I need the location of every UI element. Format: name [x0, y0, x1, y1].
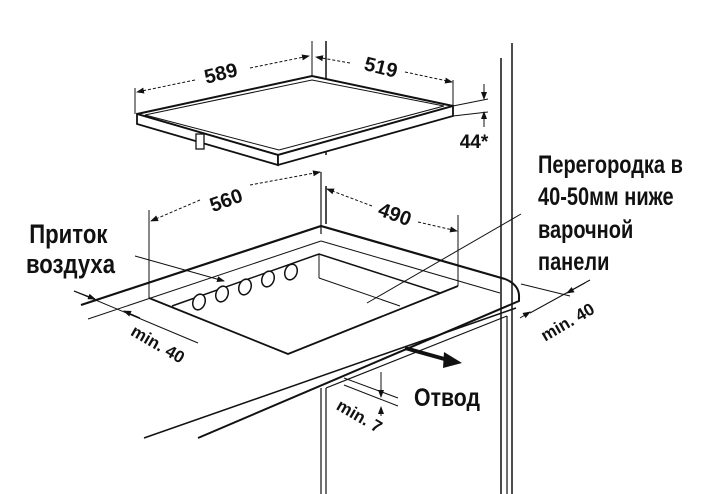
partition-line-2: 40-50мм ниже: [538, 183, 674, 211]
partition-line-1: Перегородка в: [538, 151, 683, 179]
partition-leader: [366, 213, 522, 304]
dimension-490: 490: [326, 188, 459, 286]
countertop: [80, 224, 521, 439]
air-intake-line-2: воздуха: [26, 250, 115, 280]
dimension-min-40-right-label: min. 40: [538, 299, 598, 345]
dimension-min-40-right: min. 40: [519, 279, 598, 345]
partition-label: Перегородка в 40-50мм ниже варочной пане…: [538, 151, 683, 276]
hob: [136, 74, 454, 167]
air-intake-leader: [134, 255, 225, 282]
dimension-589-label: 589: [202, 59, 240, 88]
dimension-490-label: 490: [375, 199, 414, 231]
dimension-44: 44*: [452, 84, 489, 153]
air-vent-holes: [191, 263, 299, 311]
hob-bracket: [195, 133, 205, 150]
dimension-min-7-label: min. 7: [333, 396, 385, 437]
dimension-560-label: 560: [207, 185, 246, 217]
side-wall: [500, 43, 513, 494]
air-intake-line-1: Приток: [29, 220, 108, 250]
dimension-44-label: 44*: [460, 132, 489, 153]
dimension-519-label: 519: [362, 53, 400, 82]
exhaust-label: Отвод: [414, 383, 480, 411]
partition-line-3: варочной: [538, 216, 633, 244]
dimension-min-40-left-label: min. 40: [128, 322, 188, 368]
air-intake-label: Приток воздуха: [26, 220, 115, 280]
exhaust-arrow-icon: [404, 346, 462, 368]
partition-line-4: панели: [538, 248, 609, 276]
